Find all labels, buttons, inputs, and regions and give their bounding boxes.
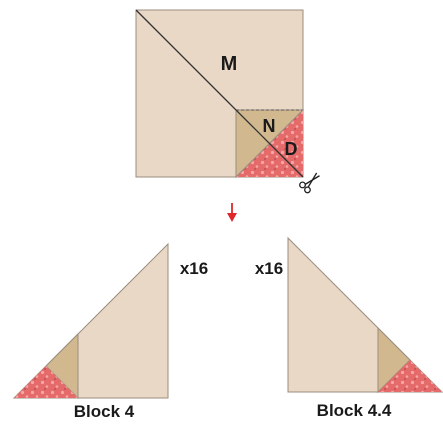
scissors-icon (299, 172, 320, 194)
top-square-group: M N D (135, 9, 320, 194)
label-d: D (285, 139, 298, 159)
label-m: M (221, 53, 238, 75)
block-4-count: x16 (180, 259, 208, 278)
block-4-light-triangle (12, 242, 169, 399)
block-4-4-group: x16 Block 4.4 (255, 236, 443, 420)
block-4-4-floral-piece (378, 360, 442, 392)
block-4-group: x16 Block 4 (12, 242, 208, 421)
block-4-caption: Block 4 (74, 402, 135, 421)
diagonal-cut-line (135, 9, 304, 178)
block-4-4-caption: Block 4.4 (317, 401, 392, 420)
block-4-4-count: x16 (255, 259, 283, 278)
arrow-down-icon (227, 203, 237, 222)
label-n: N (263, 116, 276, 136)
block-4-floral-piece (14, 366, 78, 398)
